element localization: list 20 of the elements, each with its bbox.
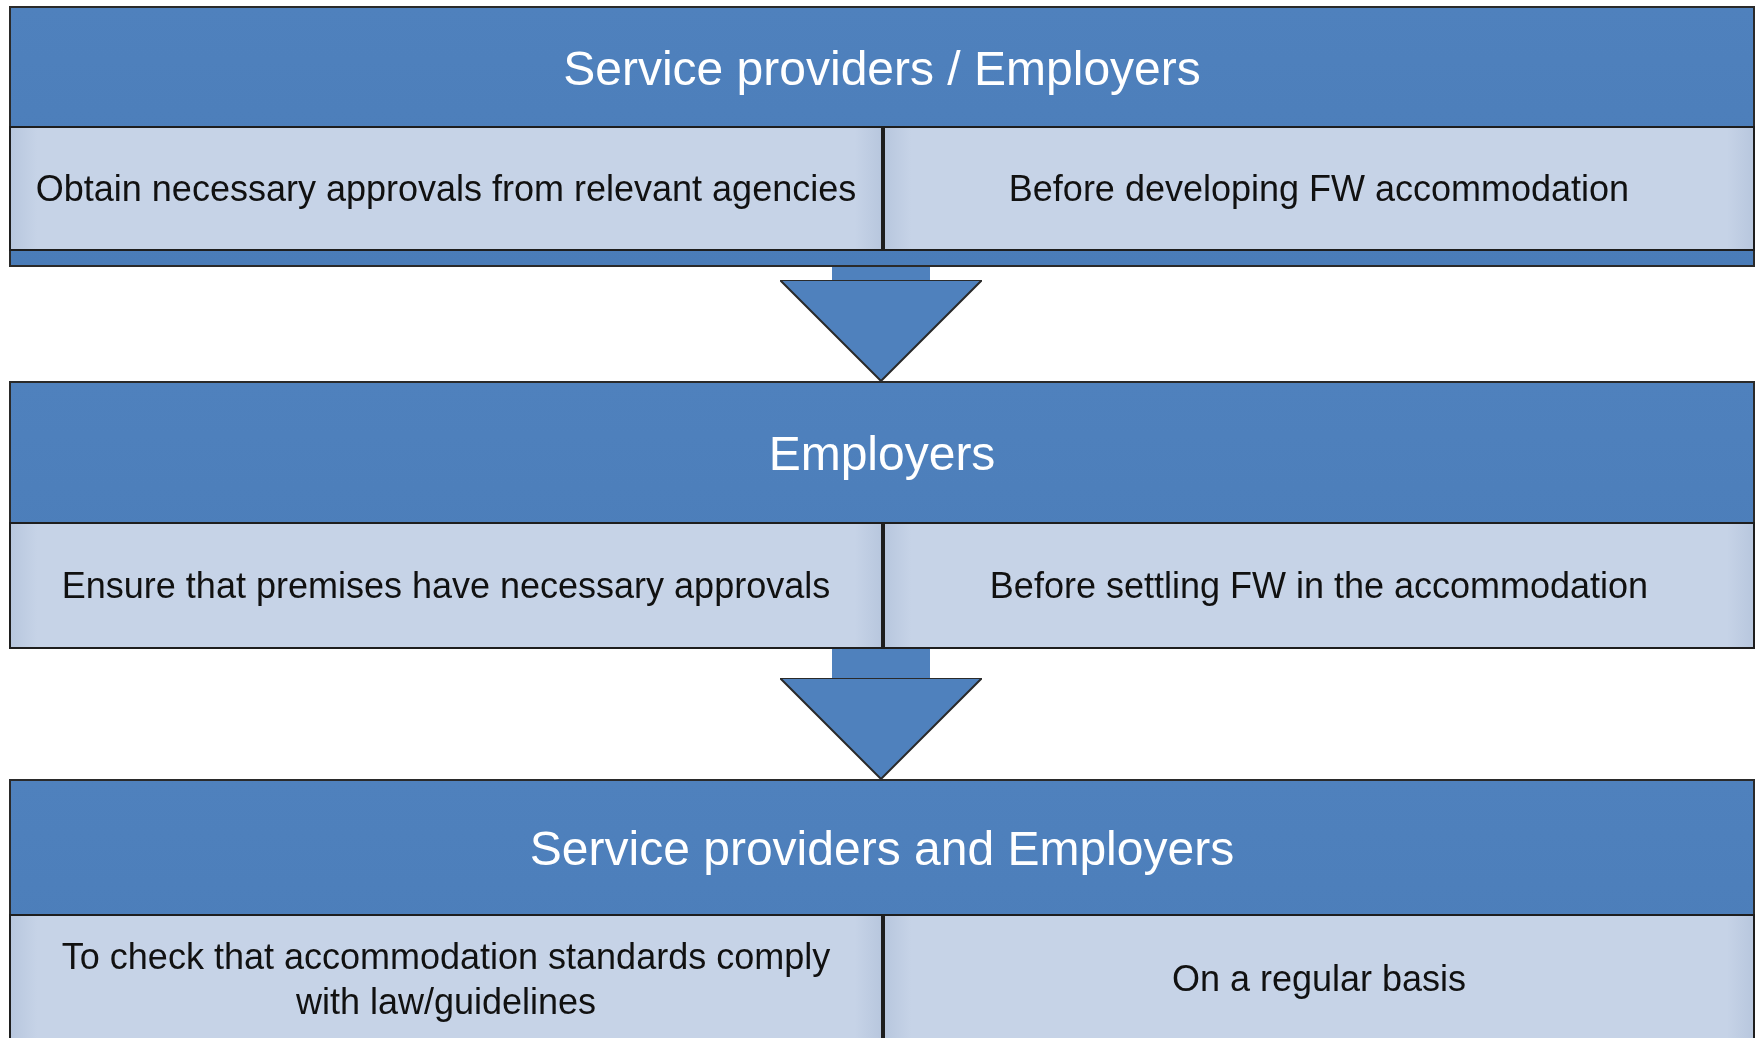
band-title: Employers — [768, 426, 996, 481]
block-arrow — [779, 267, 983, 382]
header-band — [9, 779, 1755, 1038]
cell-text: Obtain necessary approvals from relevant agencies — [35, 167, 857, 211]
cell-text: To check that accommodation standards comply with law/guidelines — [60, 934, 832, 1024]
text-box — [883, 126, 1755, 251]
band-title: Service providers and Employers — [529, 821, 1235, 876]
cell-text: Before settling FW in the accommodation — [989, 564, 1649, 608]
band-title: Service providers / Employers — [563, 40, 1201, 96]
text-box — [9, 522, 883, 649]
text-box — [883, 914, 1755, 1038]
text-box — [883, 522, 1755, 649]
header-band — [9, 6, 1755, 267]
header-band — [9, 381, 1755, 647]
cell-text: Ensure that premises have necessary approvals — [61, 564, 831, 608]
text-box — [9, 126, 883, 251]
cell-text: Before developing FW accommodation — [1008, 167, 1630, 211]
cell-text: On a regular basis — [1171, 957, 1467, 1001]
block-arrow — [779, 647, 983, 780]
text-box — [9, 914, 883, 1038]
